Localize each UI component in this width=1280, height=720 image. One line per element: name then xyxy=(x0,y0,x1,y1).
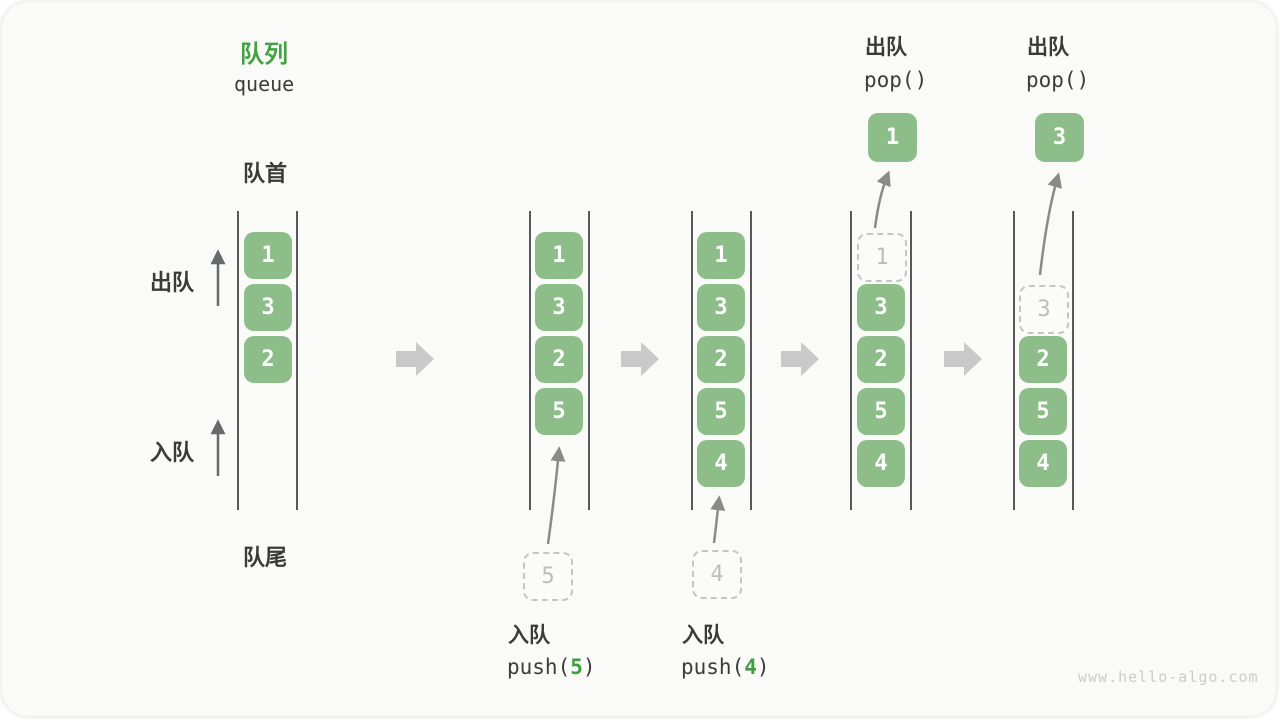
queue-element: 3 xyxy=(244,284,292,331)
queue-wall xyxy=(910,211,912,510)
popped-element: 1 xyxy=(868,113,917,162)
dequeue-side-label: 出队 xyxy=(150,270,195,295)
incoming-element-ghost: 4 xyxy=(692,550,742,599)
queue-rear-label: 队尾 xyxy=(243,545,288,570)
queue-element: 2 xyxy=(857,336,905,383)
push5-arg: 5 xyxy=(570,655,583,679)
queue-wall xyxy=(296,211,298,510)
push5-fn: push( xyxy=(507,655,571,679)
pop-first-op-code: pop() xyxy=(864,68,928,92)
popped-element: 3 xyxy=(1035,113,1084,162)
diagram-title-zh: 队列 xyxy=(240,41,288,68)
queue-element: 4 xyxy=(697,440,745,487)
watermark: www.hello-algo.com xyxy=(1078,668,1259,686)
queue-wall xyxy=(237,211,239,510)
queue-wall xyxy=(1072,211,1074,510)
queue-wall xyxy=(1013,211,1015,510)
push5-op-code: push(5) xyxy=(507,655,596,679)
queue-element: 2 xyxy=(244,336,292,383)
incoming-element-ghost: 5 xyxy=(523,552,573,601)
queue-element: 1 xyxy=(697,232,745,279)
queue-element: 1 xyxy=(535,232,583,279)
enqueue-side-label: 入队 xyxy=(150,440,195,465)
queue-front-label: 队首 xyxy=(243,161,288,186)
pop-second-op-label: 出队 xyxy=(1027,36,1069,59)
pop-second-op-code: pop() xyxy=(1026,68,1090,92)
removed-element-ghost: 3 xyxy=(1019,285,1069,334)
queue-element: 4 xyxy=(857,440,905,487)
queue-element: 5 xyxy=(535,388,583,435)
queue-element: 2 xyxy=(1019,336,1067,383)
queue-element: 4 xyxy=(1019,440,1067,487)
push4-op-code: push(4) xyxy=(681,655,770,679)
push5-close: ) xyxy=(582,655,596,679)
queue-element: 3 xyxy=(535,284,583,331)
queue-wall xyxy=(691,211,693,510)
push5-op-label: 入队 xyxy=(508,624,550,647)
queue-wall xyxy=(750,211,752,510)
queue-element: 2 xyxy=(535,336,583,383)
push4-op-label: 入队 xyxy=(682,624,724,647)
queue-wall xyxy=(588,211,590,510)
queue-element: 5 xyxy=(697,388,745,435)
push4-fn: push( xyxy=(681,655,745,679)
queue-element: 2 xyxy=(697,336,745,383)
queue-element: 5 xyxy=(1019,388,1067,435)
queue-element: 1 xyxy=(244,232,292,279)
queue-element: 3 xyxy=(857,284,905,331)
queue-wall xyxy=(529,211,531,510)
queue-wall xyxy=(850,211,852,510)
removed-element-ghost: 1 xyxy=(857,233,907,282)
push4-arg: 4 xyxy=(744,655,757,679)
queue-element: 5 xyxy=(857,388,905,435)
diagram-title-en: queue xyxy=(234,72,295,96)
queue-element: 3 xyxy=(697,284,745,331)
push4-close: ) xyxy=(756,655,770,679)
pop-first-op-label: 出队 xyxy=(865,36,907,59)
